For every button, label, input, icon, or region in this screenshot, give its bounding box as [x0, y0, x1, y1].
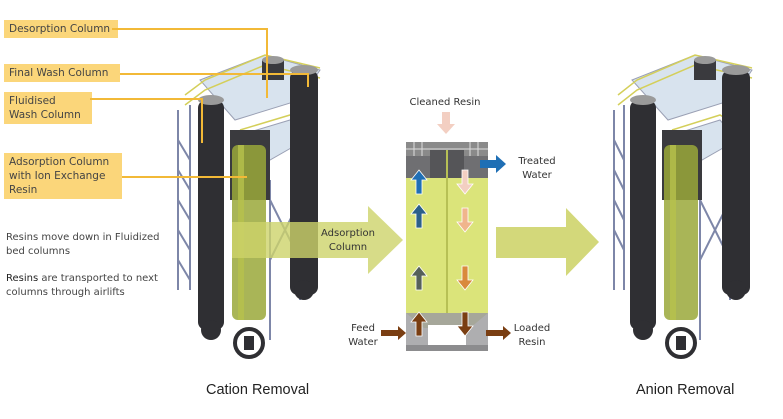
callout-label: Desorption Column [9, 23, 111, 35]
callout-fluidised-wash-column: Fluidised Wash Column [4, 92, 92, 124]
note-resins-transported: Resins are transported to next columns t… [6, 273, 158, 298]
label-cleaned-resin: Cleaned Resin [409, 97, 481, 108]
process-arrow-label: Adsorption Column [321, 228, 375, 253]
leader-line-final-wash [120, 73, 308, 75]
leader-line-desorption [112, 28, 267, 30]
callout-label: Fluidised Wash Column [9, 95, 81, 121]
label-treated-water: Treated Water [518, 156, 556, 181]
caption-anion-removal: Anion Removal [636, 382, 735, 398]
caption-cation-removal: Cation Removal [206, 382, 310, 398]
callout-label: Adsorption Column with Ion Exchange Resi… [9, 156, 110, 196]
note-resins-move-down: Resins move down in Fluidized bed column… [6, 232, 160, 257]
leader-line-fluidised-wash [90, 98, 202, 100]
callout-label: Final Wash Column [9, 67, 109, 79]
leader-line-desorption-drop [266, 28, 268, 98]
label-loaded-resin: Loaded Resin [513, 323, 551, 348]
leader-line-adsorption [122, 176, 247, 178]
callout-final-wash-column: Final Wash Column [4, 64, 120, 82]
callout-adsorption-column: Adsorption Column with Ion Exchange Resi… [4, 153, 122, 199]
leader-line-fluidised-wash-drop [201, 98, 203, 143]
leader-line-final-wash-drop [307, 73, 309, 87]
label-feed-water: Feed Water [348, 323, 378, 348]
callout-desorption-column: Desorption Column [4, 20, 118, 38]
